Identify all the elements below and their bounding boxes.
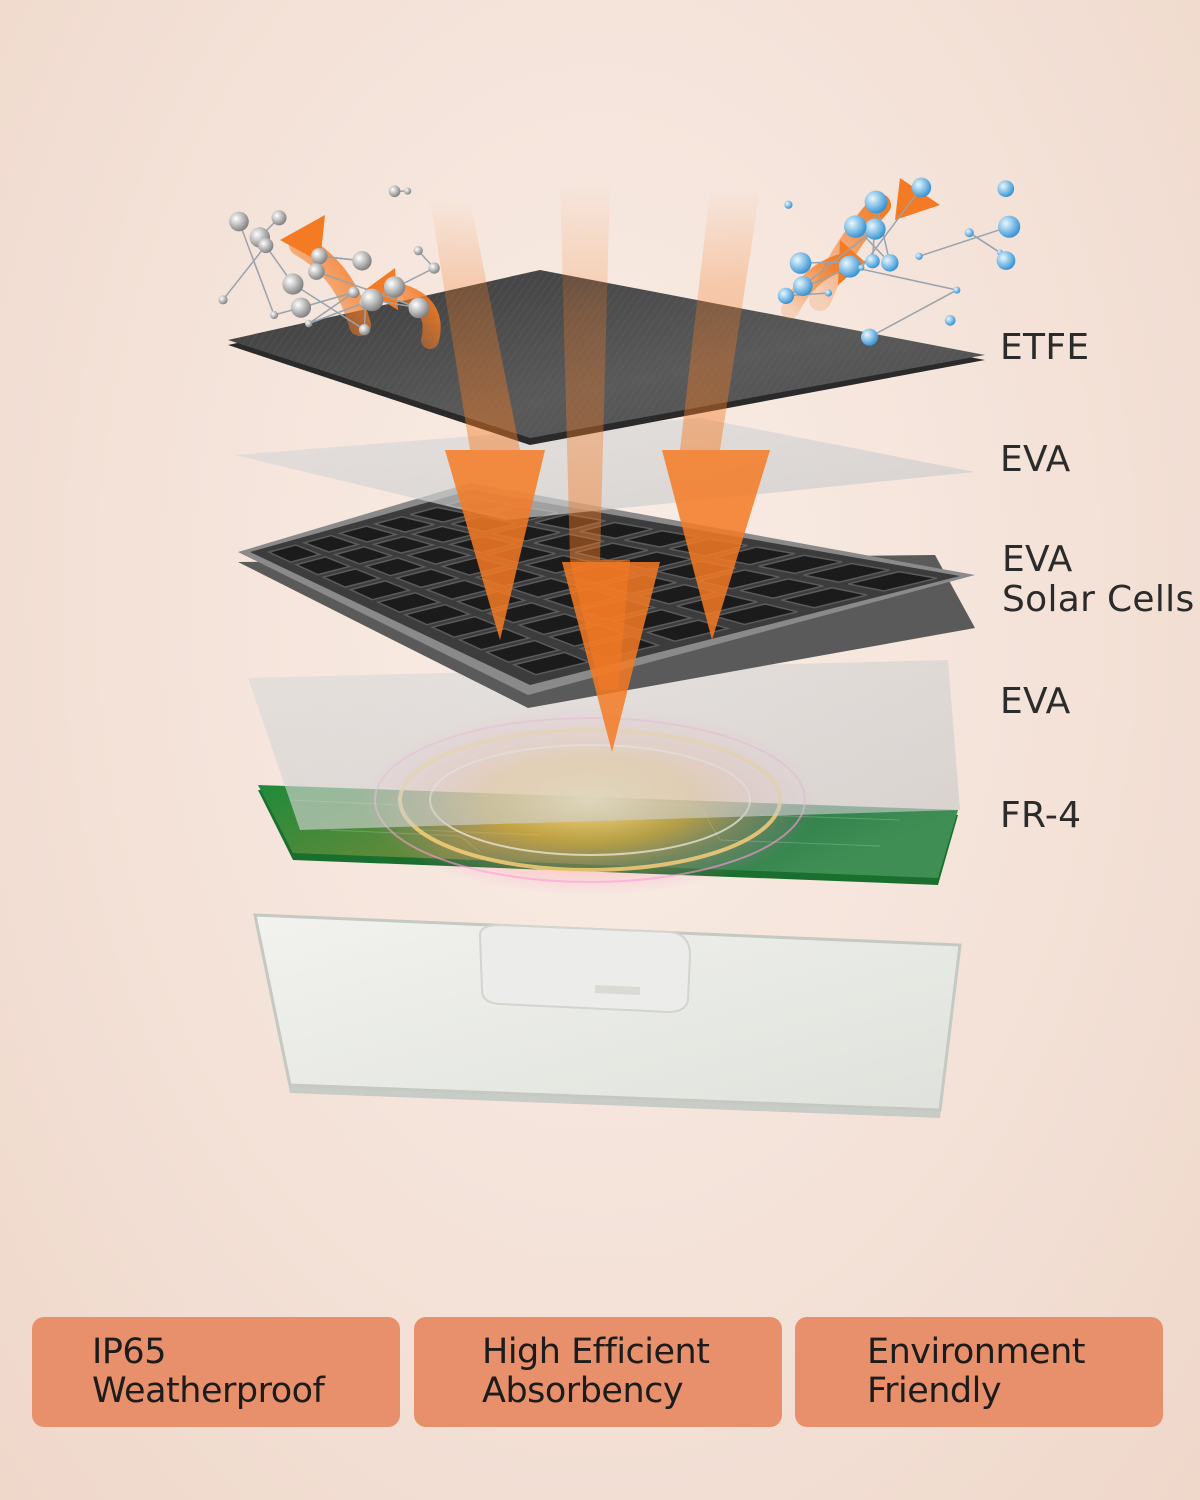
molecule-atom — [844, 215, 867, 238]
water-molecules — [777, 177, 1021, 346]
badge-line: Weatherproof — [92, 1371, 325, 1411]
molecule-bond — [800, 260, 873, 264]
molecule-atom — [838, 255, 861, 278]
molecule-atom — [428, 262, 440, 274]
badge-environment-friendly: Environment Friendly — [795, 1317, 1163, 1427]
solar-cell — [336, 525, 399, 543]
molecule-atom — [271, 210, 287, 226]
solar-cell — [781, 587, 868, 609]
molecule-atom — [308, 263, 325, 280]
molecule-atom — [792, 276, 813, 296]
badge-line: Friendly — [867, 1371, 1002, 1411]
label-eva-solar-cells: EVA Solar Cells — [1002, 539, 1195, 621]
molecule-atom — [404, 187, 412, 195]
molecule-bond — [238, 221, 275, 316]
eva-bottom-layer — [248, 660, 960, 830]
label-fr4: FR-4 — [1000, 795, 1082, 836]
molecule-bond — [222, 245, 267, 301]
molecule-atom — [413, 246, 423, 256]
molecule-atom — [998, 215, 1021, 238]
solar-cell — [363, 557, 428, 577]
solar-cell — [266, 544, 323, 563]
molecule-atom — [865, 253, 880, 269]
dust-molecules — [218, 185, 440, 336]
molecule-atom — [911, 177, 932, 198]
downward-arrows — [445, 450, 770, 752]
label-eva-solar-line1: EVA — [1002, 539, 1073, 580]
molecule-atom — [824, 289, 833, 297]
molecule-bond — [918, 225, 1010, 257]
molecule-atom — [997, 180, 1015, 198]
molecule-atom — [784, 200, 793, 209]
badge-line: High Efficient — [482, 1331, 710, 1372]
solar-cell — [803, 562, 890, 583]
solar-cell — [758, 554, 843, 575]
molecule-atom — [964, 228, 974, 238]
molecule-atom — [858, 264, 865, 271]
molecule-atom — [864, 190, 888, 214]
molecule-atom — [304, 319, 313, 328]
label-eva-bottom: EVA — [1000, 681, 1071, 722]
molecule-atom — [258, 237, 274, 254]
solar-cell — [847, 570, 938, 592]
solar-cell — [402, 603, 472, 626]
label-eva-top: EVA — [1000, 439, 1071, 480]
solar-cell — [332, 545, 394, 565]
molecule-bond — [968, 232, 1001, 254]
molecule-atom — [290, 297, 312, 318]
molecule-atom — [953, 286, 961, 294]
solar-cell — [393, 568, 461, 589]
solar-cell — [301, 534, 361, 553]
solar-cell — [739, 578, 824, 599]
molecule-atom — [388, 185, 401, 198]
molecule-atom — [996, 251, 1016, 270]
solar-cell — [375, 591, 442, 613]
label-eva-solar-line2: Solar Cells — [1002, 579, 1195, 621]
solar-cell — [457, 627, 532, 651]
badge-ip65-weatherproof: IP65 Weatherproof — [32, 1317, 400, 1427]
molecule-atom — [310, 247, 328, 265]
molecule-atom — [358, 324, 371, 336]
eva-top-layer — [235, 418, 975, 520]
molecule-atom — [282, 273, 304, 295]
molecule-atom — [777, 287, 795, 304]
solar-cell — [293, 556, 352, 576]
molecule-bond — [869, 289, 958, 338]
solar-cell — [321, 568, 382, 588]
solar-cell — [371, 535, 436, 554]
solar-cell — [372, 515, 435, 533]
molecule-atom — [864, 218, 886, 240]
molecule-bond — [292, 283, 365, 331]
solar-cell — [714, 603, 798, 626]
badge-high-efficient-absorbency: High Efficient Absorbency — [414, 1317, 782, 1427]
badge-line: Absorbency — [482, 1371, 684, 1411]
badge-line: IP65 — [92, 1331, 166, 1372]
molecule-atom — [383, 276, 406, 298]
badge-line: Environment — [867, 1331, 1085, 1372]
molecule-atom — [360, 288, 384, 312]
solar-cell — [484, 639, 562, 664]
molecule-atom — [944, 315, 956, 326]
label-etfe: ETFE — [1000, 327, 1090, 368]
solar-cell — [644, 619, 731, 642]
molecule-atom — [218, 295, 228, 305]
molecule-bond — [308, 291, 355, 325]
molecule-atom — [915, 252, 923, 260]
molecule-atom — [348, 286, 360, 299]
base-plate — [253, 913, 962, 1118]
molecule-atom — [408, 297, 430, 319]
molecule-atom — [352, 251, 372, 271]
molecule-atom — [229, 211, 249, 232]
molecule-atom — [270, 310, 279, 320]
molecule-atom — [881, 254, 899, 272]
molecule-atom — [860, 328, 879, 346]
solar-cell — [348, 580, 412, 601]
molecule-bond — [802, 228, 876, 287]
molecule-atom — [789, 252, 812, 274]
solar-cell — [405, 546, 473, 565]
solar-cell — [486, 601, 561, 624]
molecule-bond — [849, 265, 957, 291]
